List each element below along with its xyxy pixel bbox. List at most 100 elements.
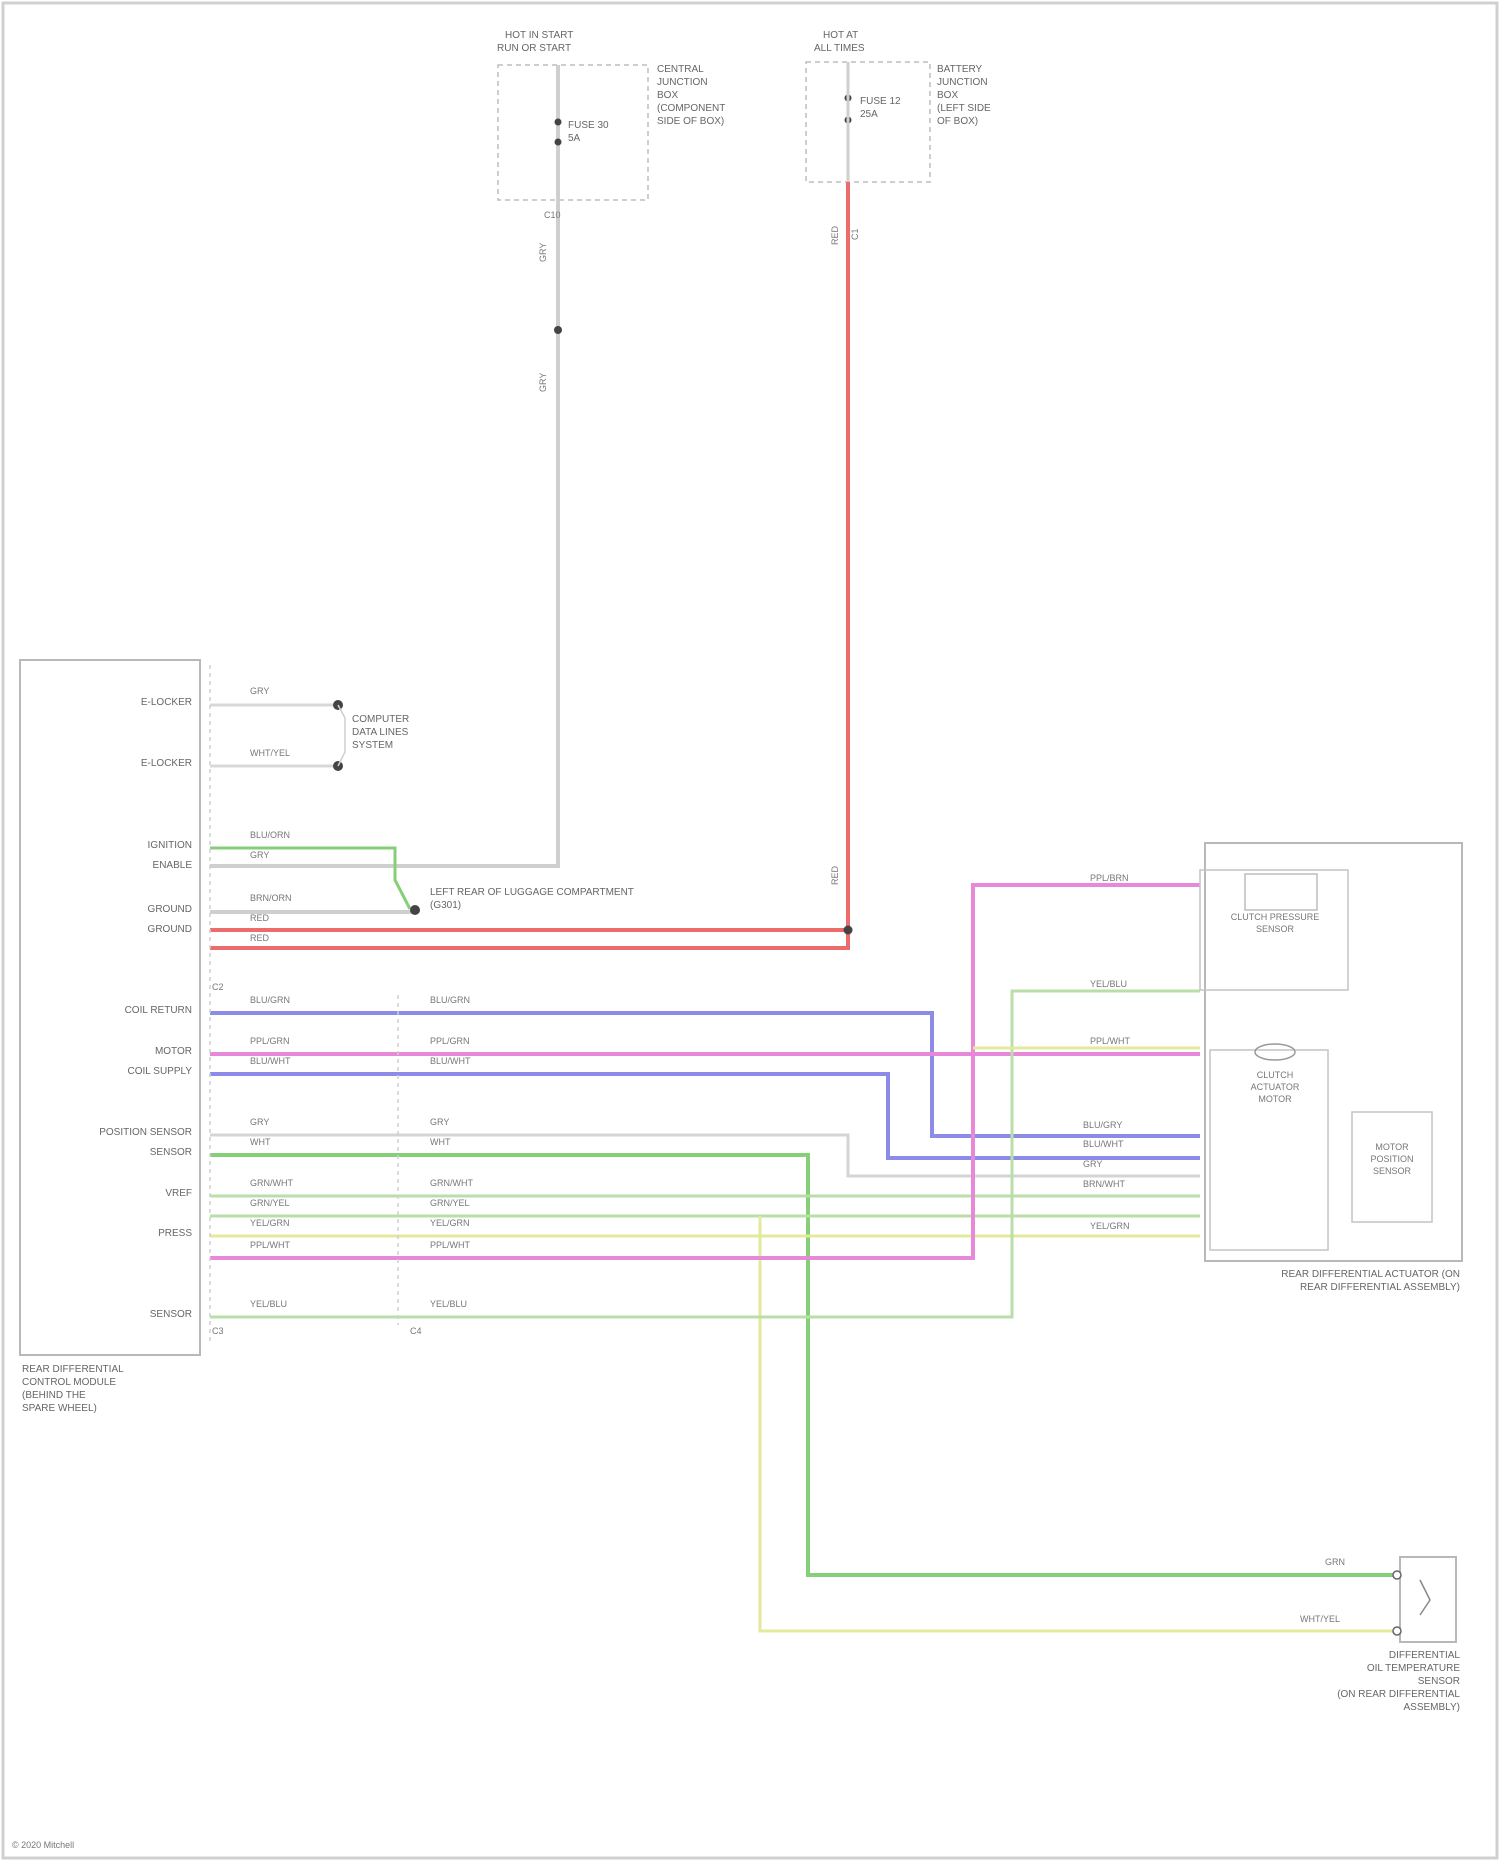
connector-c4: C4 <box>410 1326 422 1336</box>
act-wire-label-8: YEL/GRN <box>1090 1221 1130 1231</box>
wire-label-7: RED <box>250 933 270 943</box>
fuse30-wire-color-2: GRY <box>538 373 548 392</box>
fuse30-contact-bottom <box>555 139 562 146</box>
clutch-motor-box <box>1210 1050 1328 1250</box>
fuse30-connector: C10 <box>544 210 561 220</box>
pin-elocker-1: E-LOCKER <box>141 697 192 708</box>
wire-right-label-8: YEL/GRN <box>430 1218 470 1228</box>
cjb-label-1: CENTRAL <box>657 64 704 75</box>
fuse30-label: FUSE 30 <box>568 120 609 131</box>
rear-diff-control-module: E-LOCKER E-LOCKER IGNITION ENABLE GROUND… <box>20 660 473 1414</box>
fuse30-wire-color-1: GRY <box>538 243 548 262</box>
wire-label-12: WHT <box>250 1137 271 1147</box>
fuse-left-title-2: RUN OR START <box>497 43 571 54</box>
wire-ignition-gray <box>210 340 558 866</box>
fuse12-wire-color-2: RED <box>830 865 840 885</box>
wire-right-label-4: GRY <box>430 1117 449 1127</box>
ground-note-1: LEFT REAR OF LUGGAGE COMPARTMENT <box>430 887 634 898</box>
temp-sensor-name-4: (ON REAR DIFFERENTIAL <box>1337 1689 1460 1700</box>
wire-right-label-2: PPL/GRN <box>430 1036 470 1046</box>
pin-press: PRESS <box>158 1228 192 1239</box>
wire-label-2: WHT/YEL <box>250 748 290 758</box>
cjb-label-2: JUNCTION <box>657 77 708 88</box>
temp-wire-label-2: WHT/YEL <box>1300 1614 1340 1624</box>
wire-label-8: BLU/GRN <box>250 995 290 1005</box>
elocker-bracket <box>338 705 345 766</box>
temp-sensor-name-5: ASSEMBLY) <box>1404 1702 1461 1713</box>
rear-diff-actuator: CLUTCH PRESSURE SENSOR CLUTCH ACTUATOR M… <box>1083 843 1462 1293</box>
wire-right-label-6: GRN/WHT <box>430 1178 473 1188</box>
temp-sensor-pin-2 <box>1393 1627 1401 1635</box>
wire-press-pink <box>210 885 1200 1258</box>
ground-note-2: (G301) <box>430 900 461 911</box>
fuse12-wire-color-1: RED <box>830 225 840 245</box>
pin-coil-return: COIL RETURN <box>125 1005 192 1016</box>
actuator-box <box>1205 843 1462 1261</box>
pin-sensor: SENSOR <box>150 1147 192 1158</box>
act-wire-label-2: YEL/BLU <box>1090 979 1127 989</box>
thermistor-icon <box>1420 1580 1430 1615</box>
cjb-label-4: (COMPONENT <box>657 103 725 114</box>
wire-right-label-10: YEL/BLU <box>430 1299 467 1309</box>
fuse30-rating: 5A <box>568 133 581 144</box>
wire-right-label-5: WHT <box>430 1137 451 1147</box>
wire-label-1: GRY <box>250 686 269 696</box>
pin-elocker-2: E-LOCKER <box>141 758 192 769</box>
wire-label-6: RED <box>250 913 270 923</box>
red-splice <box>844 926 853 935</box>
module-name-4: SPARE WHEEL) <box>22 1403 97 1414</box>
temp-sensor-name-2: OIL TEMPERATURE <box>1367 1663 1460 1674</box>
temp-sensor-name-1: DIFFERENTIAL <box>1389 1650 1461 1661</box>
actuator-name-2: REAR DIFFERENTIAL ASSEMBLY) <box>1300 1282 1460 1293</box>
fuse-right-title-1: HOT AT <box>823 30 858 41</box>
battery-junction-fuse: HOT AT ALL TIMES FUSE 12 25A BATTERY JUN… <box>806 30 991 885</box>
computer-data-lines-2: DATA LINES <box>352 727 409 738</box>
pin-enable: ENABLE <box>153 860 193 871</box>
fuse12-label: FUSE 12 <box>860 96 901 107</box>
pin-ignition: IGNITION <box>148 840 192 851</box>
act-wire-label-7: BRN/WHT <box>1083 1179 1125 1189</box>
module-name-2: CONTROL MODULE <box>22 1377 116 1388</box>
act-wire-label-1: PPL/BRN <box>1090 873 1129 883</box>
battery-junction-box <box>806 62 930 182</box>
actuator-label: ACTUATOR <box>1251 1082 1300 1092</box>
wire-right-label-3: BLU/WHT <box>430 1056 471 1066</box>
cjb-label-5: SIDE OF BOX) <box>657 116 724 127</box>
clutch-pressure-sensor-label-2: SENSOR <box>1256 924 1295 934</box>
fuse-right-title-2: ALL TIMES <box>814 43 865 54</box>
fuse30-contact-top <box>555 119 562 126</box>
act-wire-label-3: PPL/WHT <box>1090 1036 1131 1046</box>
act-wire-label-6: GRY <box>1083 1159 1102 1169</box>
wire-label-16: PPL/WHT <box>250 1240 291 1250</box>
computer-data-lines-3: SYSTEM <box>352 740 393 751</box>
cjb-label-3: BOX <box>657 90 678 101</box>
bjb-label-3: BOX <box>937 90 958 101</box>
fuse12-rating: 25A <box>860 109 878 120</box>
computer-data-lines-1: COMPUTER <box>352 714 409 725</box>
wire-label-9: PPL/GRN <box>250 1036 290 1046</box>
bjb-label-1: BATTERY <box>937 64 983 75</box>
wire-label-17: YEL/BLU <box>250 1299 287 1309</box>
act-wire-label-5: BLU/WHT <box>1083 1139 1124 1149</box>
temp-wire-label-1: GRN <box>1325 1557 1345 1567</box>
wire-sensor-green <box>210 1155 1397 1575</box>
motor-position-label-2: POSITION <box>1370 1154 1413 1164</box>
diff-oil-temp-sensor: GRN WHT/YEL DIFFERENTIAL OIL TEMPERATURE… <box>1300 1557 1460 1713</box>
pressure-sensor-symbol <box>1245 874 1317 910</box>
pin-ground-2: GROUND <box>148 924 192 935</box>
wire-label-3: BLU/ORN <box>250 830 290 840</box>
wire-ground-red-2 <box>210 930 848 948</box>
wire-right-label-1: BLU/GRN <box>430 995 470 1005</box>
wire-label-11: GRY <box>250 1117 269 1127</box>
pin-motor: MOTOR <box>155 1046 192 1057</box>
central-junction-fuse: HOT IN START RUN OR START FUSE 30 5A CEN… <box>497 30 725 392</box>
connector-c2: C2 <box>212 982 224 992</box>
fuse12-connector: C1 <box>850 228 860 240</box>
clutch-motor-icon <box>1255 1044 1295 1060</box>
copyright-footer: © 2020 Mitchell <box>12 1840 74 1850</box>
motor-position-label-1: MOTOR <box>1375 1142 1409 1152</box>
wire-right-label-7: GRN/YEL <box>430 1198 470 1208</box>
connector-c3: C3 <box>212 1326 224 1336</box>
pin-coil-supply: COIL SUPPLY <box>128 1066 193 1077</box>
clutch-pressure-sensor-label-1: CLUTCH PRESSURE <box>1231 912 1320 922</box>
